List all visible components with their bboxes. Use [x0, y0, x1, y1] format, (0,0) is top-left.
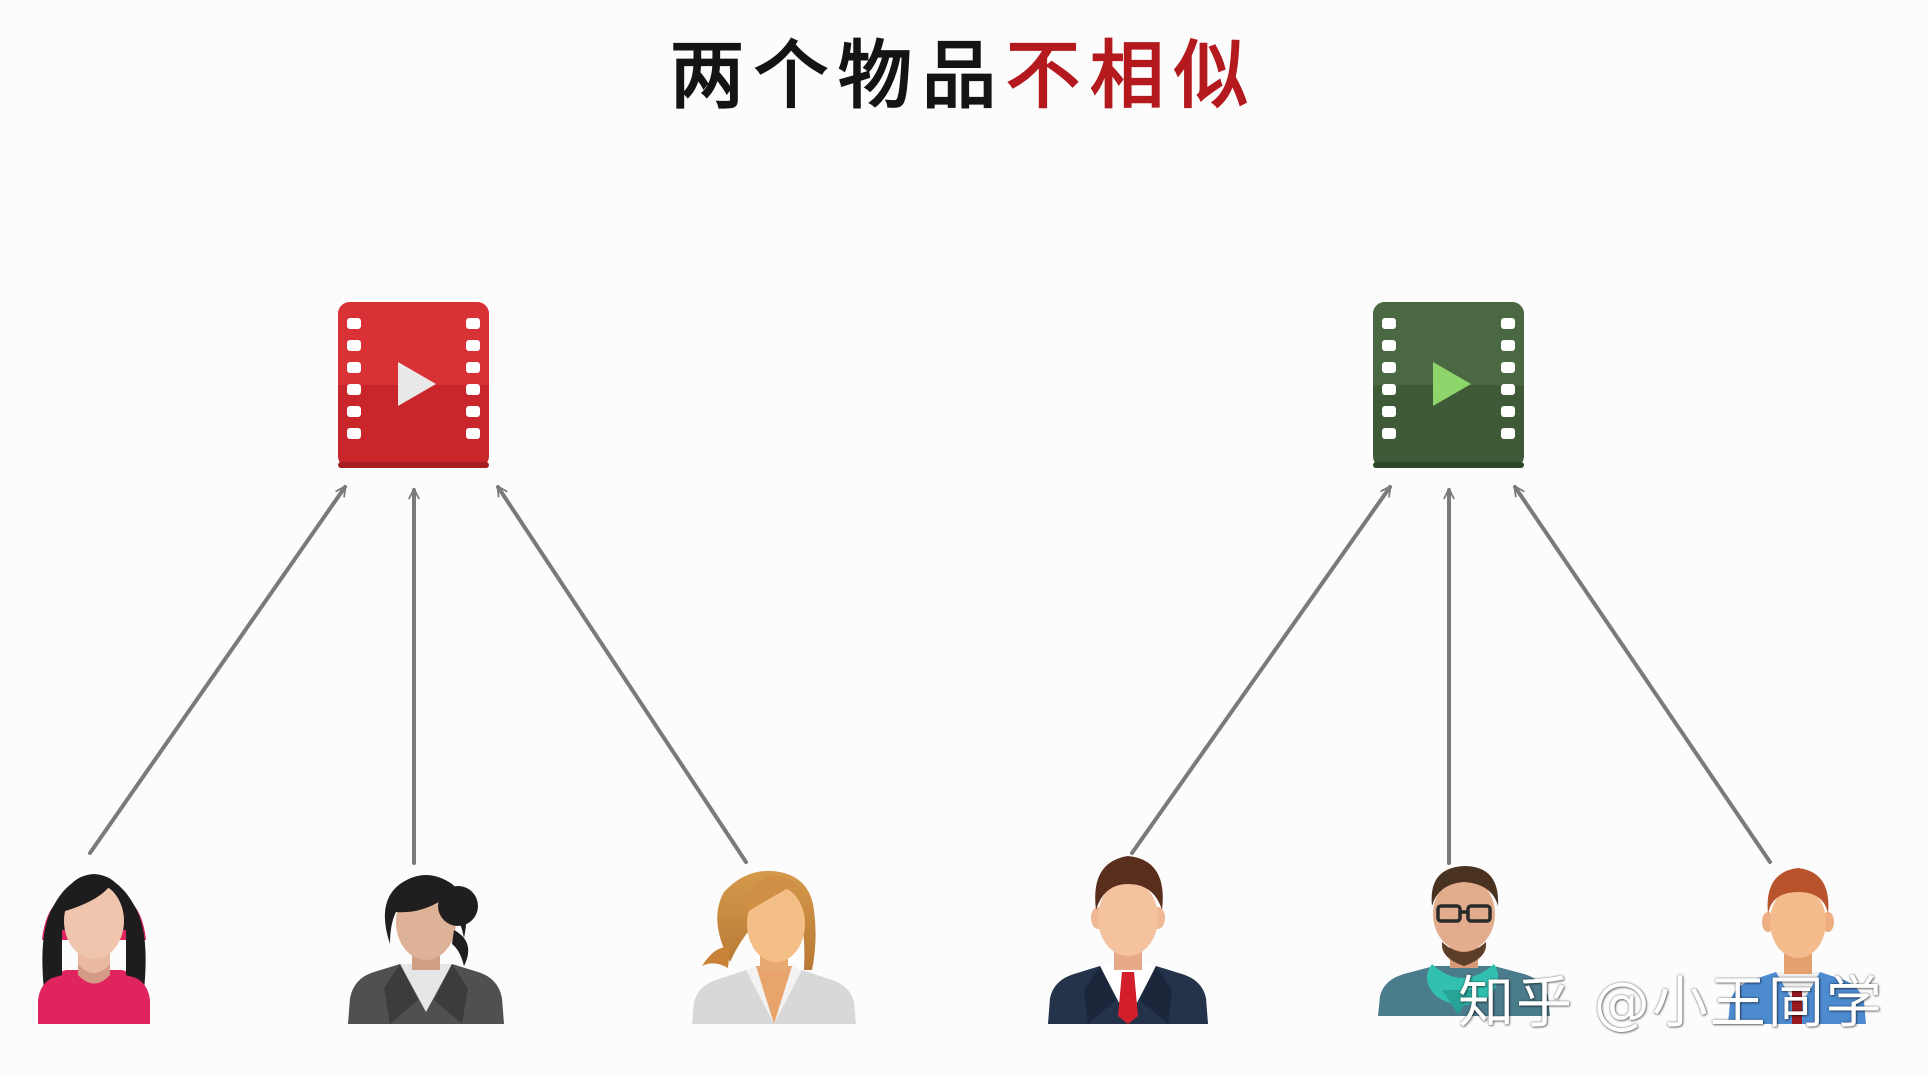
glasses-icon	[1436, 904, 1492, 923]
arrows-group-b	[1130, 485, 1772, 865]
woman-grey-suit-icon	[348, 875, 504, 1024]
arrow-user-a3	[496, 485, 748, 864]
arrow-user-b1	[1130, 485, 1392, 855]
page-title: 两个物品不相似	[0, 16, 1928, 123]
video-film-icon	[1373, 302, 1524, 468]
play-icon	[1433, 362, 1471, 406]
woman-blonde-icon	[692, 870, 856, 1024]
play-icon	[398, 362, 436, 406]
arrows-group-a	[88, 485, 748, 865]
title-emphasis: 不相似	[1006, 33, 1258, 119]
man-redhead-icon	[1728, 868, 1866, 1024]
title-normal: 两个物品	[670, 33, 1006, 119]
woman-pink-shirt-icon	[38, 874, 150, 1024]
man-glasses-scarf-icon	[1378, 866, 1550, 1016]
man-suit-red-tie-icon	[1048, 856, 1208, 1024]
video-film-icon	[338, 302, 489, 468]
arrow-user-b3	[1513, 485, 1772, 864]
watermark: 知乎 @小王同学	[1458, 971, 1884, 1036]
arrow-user-a1	[88, 485, 347, 855]
